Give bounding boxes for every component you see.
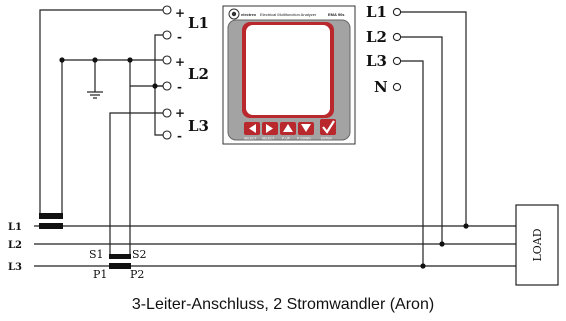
button-label-select-2: SELECT [262,137,274,141]
ct-label-s1: S1 [89,248,104,261]
voltage-label-l2: L2 [366,28,387,46]
junction-dot [152,83,158,89]
button-label-enter: ENTER [321,137,333,141]
current-input-label-l1: L1 [188,14,209,32]
current-transformer-l1 [39,213,63,229]
l1-minus-sign: - [177,30,182,44]
bus-lines: L1 L2 L3 [8,222,516,273]
page-up-button[interactable] [280,122,296,135]
terminal-l1-minus [162,30,172,40]
terminal-voltage-l2 [392,32,402,42]
button-label-page-up: P. UP [282,137,290,141]
bus-label-l2: L2 [8,240,22,251]
arrow-right-icon [266,124,273,133]
current-input-label-l2: L2 [188,65,209,83]
load-label: LOAD [531,228,544,261]
junction-dot [92,57,98,63]
wire-ct3-s1 [109,112,163,254]
wire-voltage-l1 [400,11,467,226]
terminal-voltage-n [392,82,402,92]
ct-wiring [39,9,163,254]
l2-plus-sign: + [175,55,185,69]
ct-label-p2: P2 [130,268,144,281]
junction-dot [463,223,469,229]
wire-l3-return [154,86,163,136]
arrow-down-icon [301,124,311,132]
bus-label-l3: L3 [8,262,22,273]
voltage-label-l1: L1 [366,3,387,21]
page-down-button[interactable] [298,122,314,135]
junction-dot [127,57,133,63]
voltage-label-n: N [374,78,388,96]
meter-header-text: Electrical Multifunction Analyzer [260,12,317,17]
meter-device: electrex Electrical Multifunction Analyz… [222,5,356,145]
button-label-page-down: P. DOWN [297,137,311,141]
select-left-button[interactable] [244,122,260,135]
arrow-left-icon [249,124,256,133]
terminal-l1-plus [162,5,172,15]
current-transformer-l3: S1 S2 P1 P2 [89,248,147,281]
terminal-l2-plus [162,55,172,65]
terminal-l3-plus [162,108,172,118]
diagram-caption: 3-Leiter-Anschluss, 2 Stromwandler (Aron… [132,296,434,313]
current-input-label-l3: L3 [188,117,209,135]
enter-button[interactable] [320,119,336,135]
wire-ct1-s2 [61,59,163,213]
wire-voltage-l2 [400,36,443,244]
terminal-voltage-l3 [392,56,402,66]
ct-label-p1: P1 [93,268,107,281]
terminal-voltage-l1 [392,7,402,17]
brand-logo-text: electrex [241,12,257,17]
l3-plus-sign: + [175,106,185,120]
l2-minus-sign: - [177,80,182,94]
bus-label-l1: L1 [8,222,22,233]
voltage-label-l3: L3 [366,52,387,70]
terminal-l2-minus [162,81,172,91]
wire-voltage-l3 [400,60,424,266]
meter-model-text: EMA 90s [328,12,345,17]
l3-minus-sign: - [177,129,182,143]
arrow-up-icon [283,124,293,132]
ct-label-s2: S2 [132,248,147,261]
terminal-l3-minus [162,130,172,140]
load-box: LOAD [515,204,559,286]
button-label-select-1: SELECT [244,137,256,141]
checkmark-icon [322,120,335,134]
junction-dot [420,263,426,269]
l1-plus-sign: + [175,6,185,20]
wire-ct1-s1 [39,9,163,213]
junction-dot [439,241,445,247]
select-right-button[interactable] [262,122,278,135]
current-input-terminals: + - L1 + - L2 + - L3 [162,5,209,143]
voltage-input-terminals: L1 L2 L3 N [366,3,469,269]
display-screen [246,25,330,115]
junction-dot [59,57,65,63]
